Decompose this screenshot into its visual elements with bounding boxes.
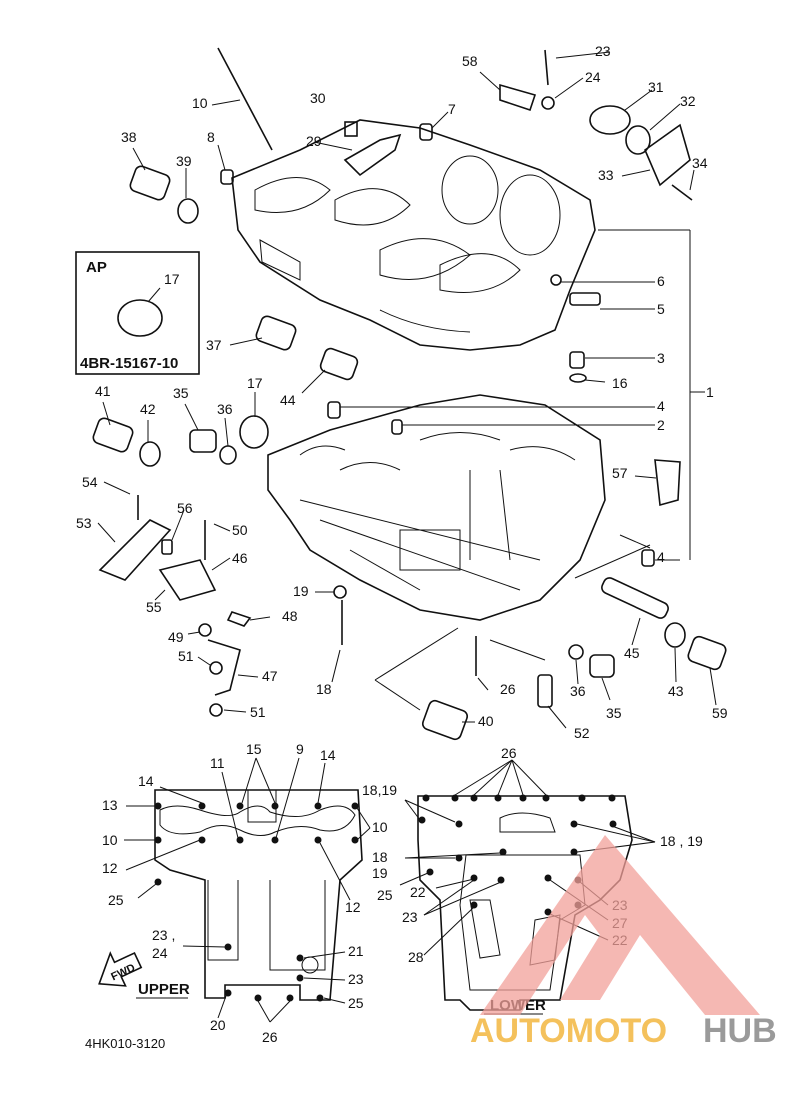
ap-item-label: 17 xyxy=(164,271,180,287)
part-shapes xyxy=(92,47,727,741)
callout-57: 57 xyxy=(612,465,628,481)
callout-33: 33 xyxy=(598,167,614,183)
callout-55: 55 xyxy=(146,599,162,615)
callout-52: 52 xyxy=(574,725,590,741)
upper-callout-12-b: 12 xyxy=(345,899,361,915)
callout-39: 39 xyxy=(176,153,192,169)
drawing-code: 4HK010-3120 xyxy=(85,1036,165,1051)
upper-callout-23: 23 xyxy=(348,971,364,987)
ap-part-number: 4BR-15167-10 xyxy=(80,355,178,372)
lower-callout-19: 19 xyxy=(372,865,388,881)
callout-17: 17 xyxy=(247,375,263,391)
callout-2: 2 xyxy=(657,417,665,433)
ap-title: AP xyxy=(86,259,107,276)
upper-callout-21: 21 xyxy=(348,943,364,959)
upper-callout-10-a: 10 xyxy=(102,832,118,848)
callout-45: 45 xyxy=(624,645,640,661)
lower-callout-18-19-a: 18,19 xyxy=(362,782,397,798)
callout-50: 50 xyxy=(232,522,248,538)
upper-callout-9: 9 xyxy=(296,741,304,757)
callout-5: 5 xyxy=(657,301,665,317)
callout-36-right: 36 xyxy=(570,683,586,699)
callout-49: 49 xyxy=(168,629,184,645)
upper-callout-14-b: 14 xyxy=(320,747,336,763)
callout-54: 54 xyxy=(82,474,98,490)
ap-inset: AP 17 4BR-15167-10 xyxy=(75,251,200,375)
watermark-text-hub: HUB xyxy=(703,1012,777,1050)
callout-41: 41 xyxy=(95,383,111,399)
callout-23: 23 xyxy=(595,43,611,59)
lower-callout-23-a: 23 xyxy=(402,909,418,925)
callout-53: 53 xyxy=(76,515,92,531)
callout-30: 30 xyxy=(310,90,326,106)
leader-lines xyxy=(97,51,717,729)
callout-4-upper: 4 xyxy=(657,398,665,414)
callout-18: 18 xyxy=(316,681,332,697)
lower-callout-25: 25 xyxy=(377,887,393,903)
callout-32: 32 xyxy=(680,93,696,109)
callout-44: 44 xyxy=(280,392,296,408)
lower-callout-18: 18 xyxy=(372,849,388,865)
callout-31: 31 xyxy=(648,79,664,95)
lower-callout-28: 28 xyxy=(408,949,424,965)
upper-callout-11: 11 xyxy=(210,755,225,771)
callout-56: 56 xyxy=(177,500,193,516)
callout-24: 24 xyxy=(585,69,601,85)
callout-38: 38 xyxy=(121,129,137,145)
upper-callout-20: 20 xyxy=(210,1017,226,1033)
callout-labels: 23 24 58 31 32 33 34 30 29 10 7 8 38 39 … xyxy=(76,43,728,741)
upper-callout-25-a: 25 xyxy=(108,892,124,908)
callout-58: 58 xyxy=(462,53,478,69)
upper-crankcase-drawing xyxy=(231,119,596,351)
upper-callout-14-a: 14 xyxy=(138,773,154,789)
upper-case-label: UPPER xyxy=(138,981,190,998)
callout-26: 26 xyxy=(500,681,516,697)
callout-48: 48 xyxy=(282,608,298,624)
upper-callout-25-b: 25 xyxy=(348,995,364,1011)
callout-8: 8 xyxy=(207,129,215,145)
callout-1: 1 xyxy=(706,384,714,400)
upper-callout-23-24-a: 23 , xyxy=(152,927,175,943)
callout-10: 10 xyxy=(192,95,208,111)
lower-callout-26: 26 xyxy=(501,745,517,761)
callout-4-lower: 4 xyxy=(657,549,665,565)
callout-51-a: 51 xyxy=(178,648,194,664)
upper-callout-26: 26 xyxy=(262,1029,278,1045)
callout-35-right: 35 xyxy=(606,705,622,721)
callout-7: 7 xyxy=(448,101,456,117)
callout-40: 40 xyxy=(478,713,494,729)
callout-19: 19 xyxy=(293,583,309,599)
callout-36-left: 36 xyxy=(217,401,233,417)
callout-16: 16 xyxy=(612,375,628,391)
callout-37: 37 xyxy=(206,337,222,353)
callout-46: 46 xyxy=(232,550,248,566)
callout-43: 43 xyxy=(668,683,684,699)
callout-6: 6 xyxy=(657,273,665,289)
upper-callout-24: 24 xyxy=(152,945,168,961)
callout-34: 34 xyxy=(692,155,708,171)
callout-35-left: 35 xyxy=(173,385,189,401)
lower-crankcase-drawing xyxy=(267,394,606,621)
upper-callout-13: 13 xyxy=(102,797,118,813)
callout-3: 3 xyxy=(657,350,665,366)
watermark-text-automoto: AUTOMOTO xyxy=(470,1012,667,1050)
lower-callout-22-a: 22 xyxy=(410,884,426,900)
callout-42: 42 xyxy=(140,401,156,417)
upper-case-bolt-layout: FWD UPPER 14 11 15 9 14 13 10 10 12 25 1… xyxy=(98,741,388,1045)
callout-59: 59 xyxy=(712,705,728,721)
automotohub-watermark: AUTOMOTO HUB xyxy=(470,835,777,1050)
upper-callout-12-a: 12 xyxy=(102,860,118,876)
upper-callout-15: 15 xyxy=(246,741,262,757)
callout-29: 29 xyxy=(306,133,322,149)
callout-51-b: 51 xyxy=(250,704,266,720)
upper-callout-10-b: 10 xyxy=(372,819,388,835)
callout-47: 47 xyxy=(262,668,278,684)
lower-callout-18-19-b: 18 , 19 xyxy=(660,833,703,849)
